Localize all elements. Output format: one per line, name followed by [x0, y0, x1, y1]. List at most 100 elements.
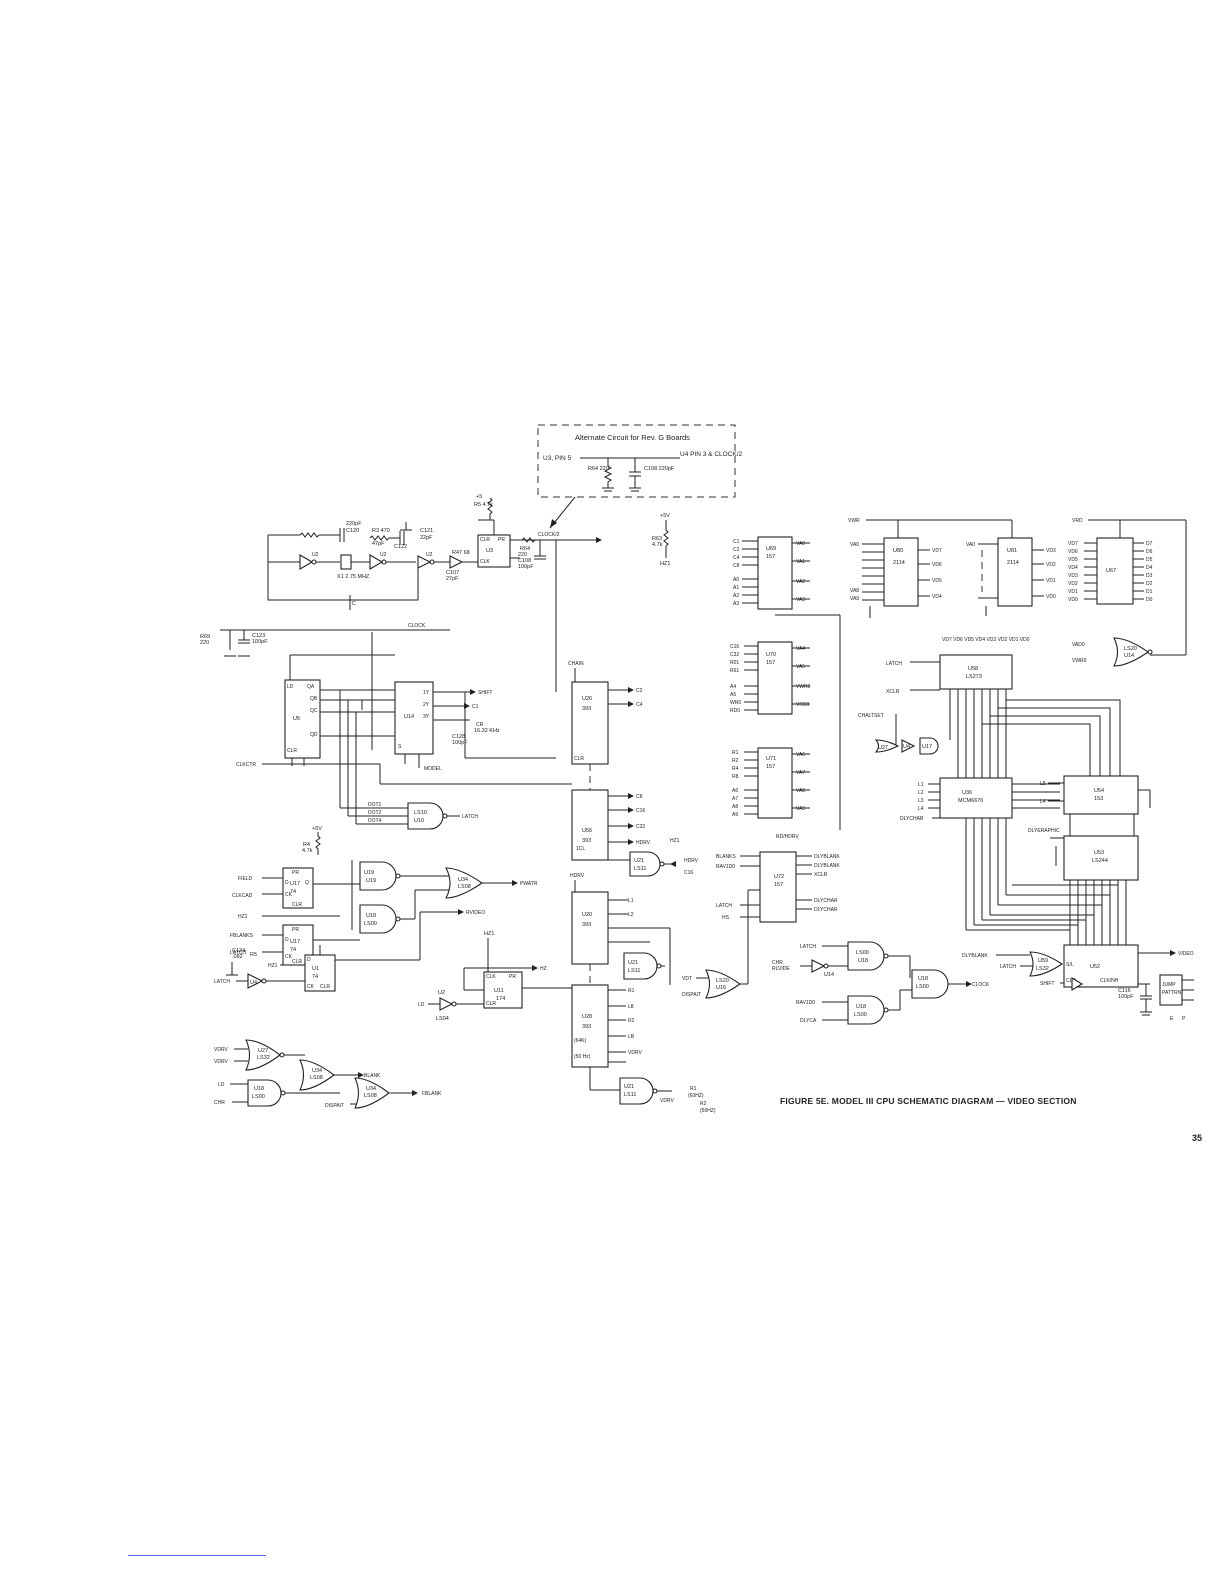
svg-text:R4: R4	[303, 842, 310, 848]
svg-text:157: 157	[766, 554, 775, 560]
svg-text:DISPAIT: DISPAIT	[325, 1103, 344, 1109]
svg-text:CLK: CLK	[486, 974, 496, 980]
svg-text:CLR: CLR	[574, 756, 584, 762]
u58-label: U58	[968, 666, 978, 672]
signal-fblank: FBLANK	[422, 1091, 442, 1097]
u70-label: U70	[766, 652, 776, 658]
svg-text:R4: R4	[732, 766, 739, 772]
signal-hdrv-top: HDRV	[570, 873, 585, 879]
u26-label: U26	[582, 696, 592, 702]
u3-flipflop: U3 CLR PR CLK +5 R5 4.7k CLOCK/2 R64 220…	[474, 494, 602, 630]
svg-text:RD0: RD0	[730, 708, 740, 714]
svg-text:XCLR: XCLR	[814, 872, 828, 878]
svg-text:LS32: LS32	[257, 1055, 270, 1061]
signal-hdrv-mid: HDRV	[636, 840, 651, 846]
oscillator-section: 220pF C120 U2 X1 2.75 MHZ U2 R3 470 47pF…	[267, 521, 478, 610]
svg-text:U21: U21	[628, 960, 638, 966]
svg-text:LS11: LS11	[634, 866, 646, 872]
svg-text:(50HZ): (50HZ)	[700, 1108, 716, 1114]
svg-text:PR: PR	[292, 870, 299, 876]
svg-text:VA9: VA9	[796, 806, 805, 812]
svg-text:HZ1: HZ1	[670, 838, 680, 844]
svg-text:C32: C32	[730, 652, 739, 658]
signal-model: MODEL	[424, 766, 442, 772]
svg-text:R1: R1	[732, 750, 739, 756]
svg-text:A3: A3	[733, 601, 739, 607]
svg-text:+5: +5	[476, 494, 482, 500]
svg-text:HDRV: HDRV	[684, 858, 699, 864]
svg-text:HZ: HZ	[540, 966, 547, 972]
svg-text:DLYCHAR: DLYCHAR	[814, 907, 838, 913]
svg-text:R2: R2	[732, 758, 739, 764]
svg-text:A0: A0	[733, 577, 739, 583]
u2-label: U2	[438, 990, 445, 996]
u80-label: U80	[893, 548, 903, 554]
svg-text:2114: 2114	[893, 560, 905, 566]
svg-text:R5: R5	[250, 952, 257, 958]
u69-label: U69	[766, 546, 776, 552]
svg-text:U19: U19	[366, 878, 376, 884]
svg-text:VD1: VD1	[1046, 578, 1056, 584]
signal-vdrv-mid: VDRV	[628, 1050, 642, 1056]
svg-text:16.32 KHz: 16.32 KHz	[474, 728, 500, 734]
svg-text:100pF: 100pF	[518, 564, 534, 570]
svg-text:PR: PR	[509, 974, 516, 980]
svg-text:DLYCHAR: DLYCHAR	[814, 898, 838, 904]
svg-text:VD7 VD6 VD5 VD4 VD3 VD2 VD1 VD: VD7 VD6 VD5 VD4 VD3 VD2 VD1 VD0	[942, 637, 1030, 643]
svg-text:VA1: VA1	[796, 559, 805, 565]
svg-text:L8: L8	[1040, 781, 1046, 787]
signal-rvideo: RVIDEO	[466, 910, 485, 916]
svg-text:CLR: CLR	[292, 959, 302, 965]
u10-label: LS10	[414, 810, 427, 816]
svg-text:A2: A2	[733, 593, 739, 599]
signal-dot1: DOT1	[368, 802, 382, 808]
svg-text:R01: R01	[730, 660, 739, 666]
signal-c4: C4	[636, 702, 643, 708]
svg-text:VA2: VA2	[796, 579, 805, 585]
alternate-circuit-title: Alternate Circuit for Rev. G Boards	[575, 433, 690, 442]
u3-label: U3	[486, 548, 493, 554]
svg-text:157: 157	[774, 882, 783, 888]
svg-text:393: 393	[582, 1024, 591, 1030]
svg-text:+5V: +5V	[660, 513, 670, 519]
svg-text:U4: U4	[250, 980, 257, 986]
svg-text:R2: R2	[700, 1101, 707, 1107]
svg-text:U21: U21	[624, 1084, 634, 1090]
svg-text:157: 157	[766, 660, 775, 666]
svg-text:VA0: VA0	[796, 541, 805, 547]
svg-text:VD0: VD0	[1046, 594, 1056, 600]
u11-label: U11	[494, 988, 504, 994]
u36-label: U36	[962, 790, 972, 796]
signal-vdrv-bl: VDRV	[214, 1047, 228, 1053]
svg-text:U18: U18	[856, 1004, 866, 1010]
svg-text:VWR: VWR	[848, 518, 860, 524]
svg-text:174: 174	[496, 996, 505, 1002]
alternate-circuit-box: Alternate Circuit for Rev. G Boards U3, …	[537, 424, 743, 529]
u27-label: U27	[258, 1048, 268, 1054]
svg-text:QC: QC	[310, 708, 318, 714]
svg-text:74: 74	[290, 947, 296, 953]
svg-text:C120: C120	[346, 528, 359, 534]
svg-text:L4: L4	[918, 806, 924, 812]
svg-text:VD2: VD2	[1068, 581, 1078, 587]
svg-text:FIELD: FIELD	[238, 876, 253, 882]
svg-text:A4: A4	[730, 684, 736, 690]
svg-text:VD0: VD0	[1068, 597, 1078, 603]
svg-text:U2: U2	[312, 552, 319, 558]
svg-text:DLYBLANK: DLYBLANK	[814, 854, 840, 860]
svg-text:U34: U34	[312, 1068, 322, 1074]
svg-text:HZ1: HZ1	[268, 963, 278, 969]
svg-text:QB: QB	[310, 696, 318, 702]
alternate-circuit-capacitor: C108 220pF	[644, 466, 675, 472]
svg-text:U14: U14	[1124, 653, 1134, 659]
svg-text:D4: D4	[1146, 565, 1153, 571]
alternate-circuit-output: U4 PIN 3 & CLOCK/2	[680, 451, 743, 458]
signal-c1: C1	[472, 704, 479, 710]
svg-text:VD3: VD3	[1068, 573, 1078, 579]
svg-text:220: 220	[200, 640, 209, 646]
svg-text:VA3: VA3	[796, 597, 805, 603]
svg-text:(60HZ): (60HZ)	[688, 1093, 704, 1099]
svg-text:VD1: VD1	[1068, 589, 1078, 595]
svg-text:LD: LD	[287, 684, 294, 690]
